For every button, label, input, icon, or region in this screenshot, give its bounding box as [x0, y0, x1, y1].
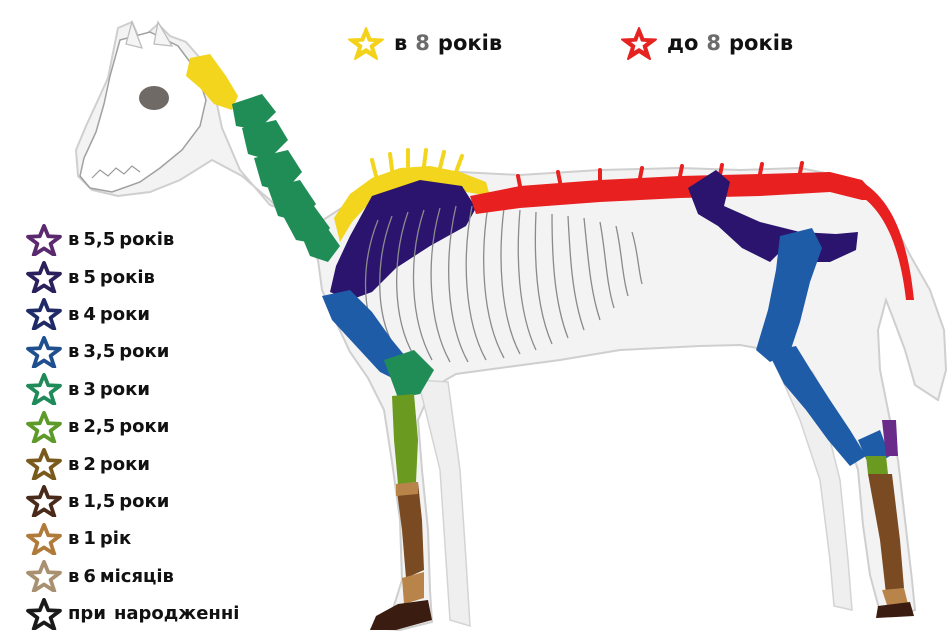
cervical-vertebrae-green	[232, 94, 340, 262]
legend-prefix: в	[68, 416, 79, 437]
legend-top-prefix: до	[667, 31, 698, 55]
legend-item: в 4 роки	[24, 296, 239, 333]
front-fetlock-light-brown	[396, 482, 418, 496]
star-icon	[24, 523, 64, 555]
legend-top-yellow: в 8 років	[346, 26, 502, 60]
legend-top-prefix: в	[394, 31, 407, 55]
legend-number: 6	[83, 566, 96, 587]
legend-prefix: в	[68, 341, 79, 362]
star-icon	[24, 485, 64, 517]
star-icon	[24, 224, 64, 256]
hind-olive	[866, 456, 888, 474]
legend-unit: місяців	[100, 566, 174, 587]
skull-eye-socket	[139, 86, 169, 110]
star-icon	[346, 26, 386, 60]
star-icon	[24, 261, 64, 293]
legend-number: 5,5	[83, 229, 115, 250]
legend-top-unit: років	[438, 31, 502, 55]
legend-unit: роки	[100, 379, 150, 400]
legend-number: 5	[83, 267, 96, 288]
star-icon	[24, 448, 64, 480]
legend-item: в 2,5 роки	[24, 408, 239, 445]
legend-number: 1,5	[83, 491, 115, 512]
legend-unit: роки	[119, 341, 169, 362]
star-icon	[24, 411, 64, 443]
legend-item: в 1 рік	[24, 520, 239, 557]
legend-unit: років	[100, 267, 155, 288]
legend-number: 4	[83, 304, 96, 325]
legend-prefix: в	[68, 528, 79, 549]
legend-unit: роки	[119, 491, 169, 512]
legend-prefix: в	[68, 454, 79, 475]
legend-unit: народженні	[114, 603, 240, 624]
legend-top-red: до 8 років	[619, 26, 793, 60]
front-hoof	[370, 600, 432, 630]
legend-prefix: в	[68, 229, 79, 250]
star-icon	[24, 298, 64, 330]
star-icon	[24, 598, 64, 630]
legend-item: в 2 роки	[24, 445, 239, 482]
legend-number: 2	[83, 454, 96, 475]
legend-item: в 3,5 роки	[24, 333, 239, 370]
legend-unit: років	[119, 229, 174, 250]
legend-item: в 3 роки	[24, 371, 239, 408]
legend-prefix: в	[68, 491, 79, 512]
legend-prefix: в	[68, 566, 79, 587]
legend-prefix: в	[68, 304, 79, 325]
star-icon	[24, 373, 64, 405]
star-icon	[24, 560, 64, 592]
legend-item: в 5,5 років	[24, 221, 239, 258]
star-icon	[619, 26, 659, 60]
legend-unit: роки	[100, 304, 150, 325]
legend-prefix: в	[68, 379, 79, 400]
legend-top-number: 8	[706, 31, 721, 55]
legend-item: при народженні	[24, 595, 239, 632]
legend-item: в 6 місяців	[24, 558, 239, 595]
star-icon	[24, 336, 64, 368]
legend-prefix: в	[68, 267, 79, 288]
legend-top-number: 8	[415, 31, 430, 55]
age-legend: в 5,5 років в 5 років в 4 роки в 3,5	[24, 221, 239, 632]
legend-number: 3,5	[83, 341, 115, 362]
legend-number: 3	[83, 379, 96, 400]
legend-unit: роки	[100, 454, 150, 475]
legend-prefix: при	[68, 603, 106, 624]
legend-top-unit: років	[729, 31, 793, 55]
legend-number: 1	[83, 528, 96, 549]
legend-item: в 5 років	[24, 258, 239, 295]
legend-unit: рік	[100, 528, 131, 549]
legend-number: 2,5	[83, 416, 115, 437]
legend-item: в 1,5 роки	[24, 483, 239, 520]
legend-unit: роки	[119, 416, 169, 437]
